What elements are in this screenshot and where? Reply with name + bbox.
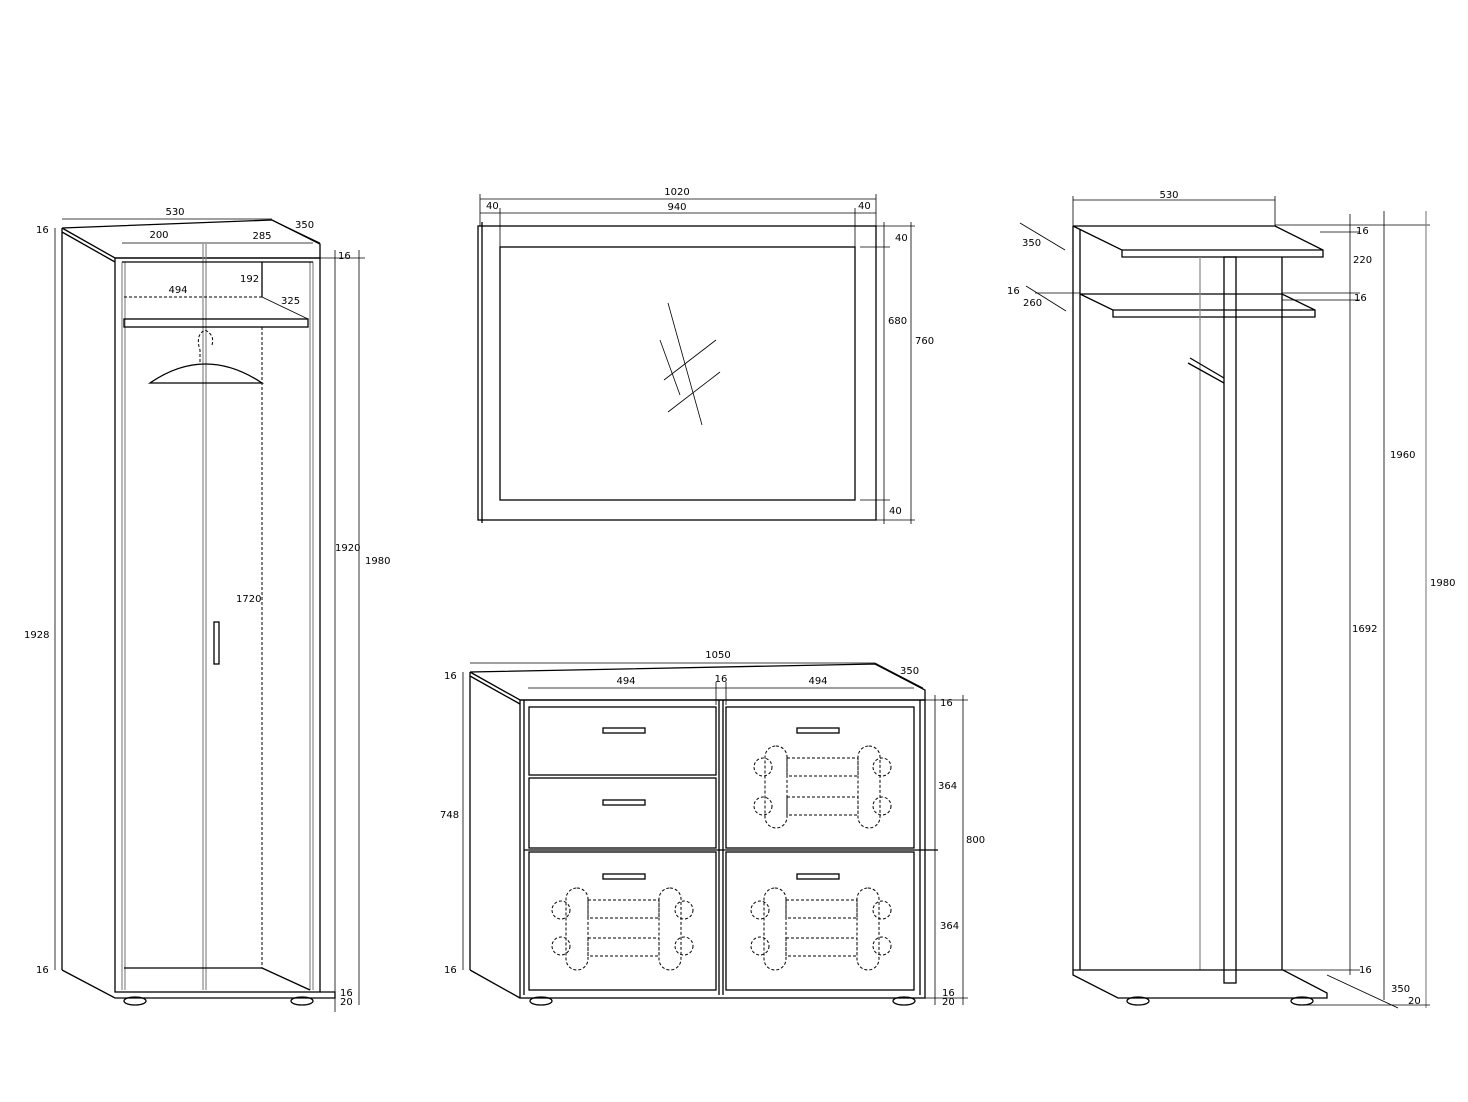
dim-frame-bottom: 40	[889, 506, 902, 517]
dim-shelf-depth: 325	[281, 296, 300, 307]
dim-upper-height: 364	[938, 781, 957, 792]
dim-shelf-thickness-left: 16	[1007, 286, 1020, 297]
dim-lower-height: 364	[940, 921, 959, 932]
shoe-icon	[753, 745, 892, 829]
dim-top-thickness: 16	[36, 225, 49, 236]
dim-door-right: 285	[252, 231, 271, 242]
drawer[interactable]	[725, 851, 915, 991]
dim-inner-height: 1720	[236, 594, 261, 605]
dim-plinth: 20	[1408, 996, 1421, 1007]
dim-pole-height: 1692	[1352, 624, 1377, 635]
dim-height: 760	[915, 336, 934, 347]
hook-icon	[1189, 357, 1225, 379]
dim-shelf-gap: 220	[1353, 255, 1372, 266]
dim-width: 530	[1159, 190, 1178, 201]
dim-top-offset: 16	[338, 251, 351, 262]
dim-door-left: 200	[149, 230, 168, 241]
dim-bottom-right: 16	[942, 988, 955, 999]
drawer[interactable]	[725, 706, 915, 849]
door-handle	[213, 621, 220, 665]
dim-plinth: 20	[340, 997, 353, 1008]
dim-shelf-depth: 260	[1023, 298, 1042, 309]
dim-shelf-gap: 192	[240, 274, 259, 285]
dim-total-height: 1980	[1430, 578, 1455, 589]
dim-depth: 350	[900, 666, 919, 677]
dim-inner-width: 494	[168, 285, 187, 296]
coat-rack: 530 350 16 220 16 260 16 1960 1980 1692 …	[1007, 190, 1455, 1009]
drawer-handle	[602, 727, 840, 880]
shoe-icon	[750, 887, 892, 971]
dim-frame-right: 40	[858, 201, 871, 212]
dim-top-thickness: 16	[940, 698, 953, 709]
dim-width: 1050	[705, 650, 730, 661]
dim-total-height: 800	[966, 835, 985, 846]
dim-inner-height: 680	[888, 316, 907, 327]
dim-base-depth: 350	[1391, 984, 1410, 995]
dim-divider: 16	[715, 674, 728, 685]
dim-height-1960: 1960	[1390, 450, 1415, 461]
dim-frame-top: 40	[895, 233, 908, 244]
dim-top-left: 16	[444, 671, 457, 682]
pole	[1223, 256, 1237, 984]
wardrobe: 530 350 200 285 16 16 494 192 325 1720 1…	[24, 207, 390, 1012]
dim-bottom-inner: 16	[340, 988, 353, 999]
dim-bottom-thickness: 16	[36, 965, 49, 976]
dim-bottom-thickness: 16	[1359, 965, 1372, 976]
dim-side-height: 1928	[24, 630, 49, 641]
hanger-icon	[147, 363, 265, 384]
dim-body-height: 1920	[335, 543, 360, 554]
reflection-icon	[659, 302, 721, 426]
drawer[interactable]	[528, 851, 717, 991]
drawer[interactable]	[528, 777, 717, 849]
dim-shelf-thickness-right: 16	[1354, 293, 1367, 304]
dim-depth: 350	[295, 220, 314, 231]
dim-frame-left: 40	[486, 201, 499, 212]
dim-drawer-width-right: 494	[808, 676, 827, 687]
dim-total-height: 1980	[365, 556, 390, 567]
shoe-icon	[551, 887, 694, 971]
dim-side-height: 748	[440, 810, 459, 821]
dim-width: 530	[165, 207, 184, 218]
drawer[interactable]	[528, 706, 717, 776]
dim-drawer-width-left: 494	[616, 676, 635, 687]
dim-top-depth: 350	[1022, 238, 1041, 249]
dresser: 1050 350 494 16 494 16 16 748 364 800 36…	[440, 650, 985, 1008]
mirror: 1020 40 940 40 40 680 760 40	[477, 187, 934, 524]
dim-bottom-left: 16	[444, 965, 457, 976]
dim-width: 1020	[664, 187, 689, 198]
dim-plinth: 20	[942, 997, 955, 1008]
dim-top-thickness: 16	[1356, 226, 1369, 237]
dim-inner-width: 940	[667, 202, 686, 213]
